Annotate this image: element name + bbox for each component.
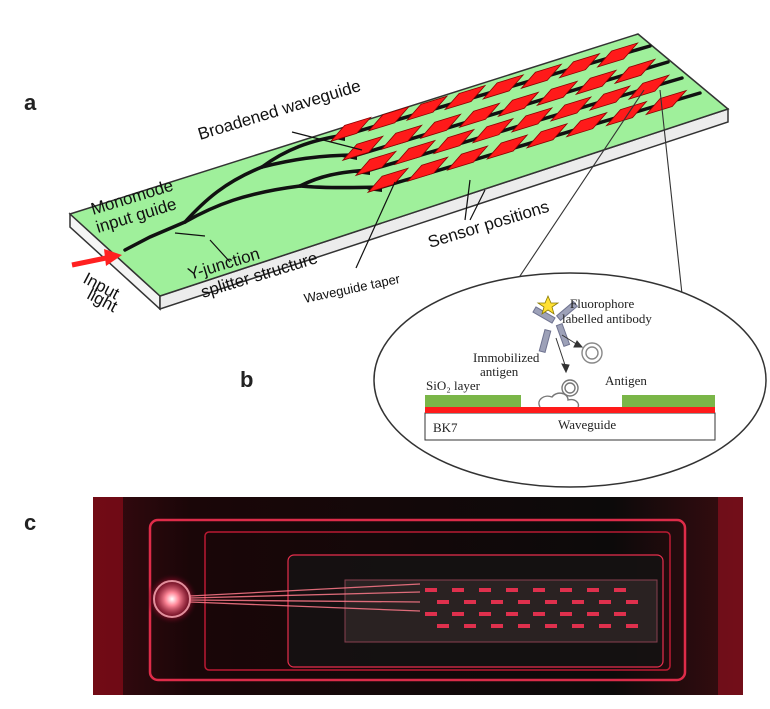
sensor-pad [458,102,501,129]
sensor-pad [419,113,462,140]
y-junction-branch-upper [183,165,264,224]
chip-top-surface [68,33,730,297]
monomode-input-guide [123,220,187,252]
sensor-pad [549,96,593,122]
waveguide-layer [425,407,715,413]
sensor-pads [329,42,688,194]
free-antigen [581,342,603,364]
photo-light-spot [626,624,638,628]
sensor-pad [627,74,671,100]
binding-arrows [555,334,584,374]
photo-light-spot [560,588,572,592]
label-bk7: BK7 [433,420,458,435]
label-sio2-layer: SiO₂ layer [426,378,481,393]
photo-light-spot [437,600,449,604]
sensor-pad [446,145,489,171]
photo-light-spot [518,600,530,604]
photo-light-spot [533,588,545,592]
photo-light-spot [533,612,545,616]
sensor-pad [596,42,639,68]
photo-light-spot [545,600,557,604]
label-fluorophore-line2: labelled antibody [562,311,652,326]
sensor-pad [329,116,372,143]
sensor-pad [605,100,648,127]
label-pointers [174,131,486,269]
label-immobilized-line1: Immobilized [473,350,540,365]
sio2-layer-left [425,395,521,407]
sio2-layer-right [622,395,715,407]
label-antigen: Antigen [605,373,647,388]
y-junction-branch-lower [183,184,302,224]
photo-light-spot [425,612,437,616]
photo-light-spot [452,612,464,616]
light-beams [189,583,421,612]
device-photograph [93,497,743,695]
photo-light-spot [464,600,476,604]
photo-light-spot [599,600,611,604]
panel-label-a: a [24,90,37,115]
sensor-pad [525,123,569,149]
sensor-pad [613,58,657,85]
sensor-pad [644,89,688,116]
sensor-pad [485,134,529,160]
sensor-pad [406,156,449,182]
label-waveguide-taper: Waveguide taper [303,271,402,306]
sensor-pad [443,84,487,111]
sensor-pad [341,135,385,162]
sensor-pad [535,80,579,107]
photo-light-spot [437,624,449,628]
sensor-pad [510,107,554,133]
photo-light-spot [491,624,503,628]
sensor-pad [380,124,423,151]
label-immobilized-line2: antigen [480,364,519,379]
panel-label-b: b [240,367,253,392]
sensor-pad [558,52,601,79]
photo-chip [344,579,658,643]
photo-light-spot [425,588,437,592]
sensor-pad [405,95,449,121]
photo-light-spot [464,624,476,628]
label-fluorophore-line1: Fluorophore [570,296,635,311]
zoom-lines [507,89,683,295]
photo-light-spot [479,588,491,592]
photo-light-spots [425,588,638,628]
photo-light-spot [614,612,626,616]
photo-light-spot [452,588,464,592]
photo-light-spot [506,612,518,616]
waveguide-chip [68,33,730,311]
photo-light-spot [518,624,530,628]
sensor-pad [588,85,632,111]
photo-light-spot [587,612,599,616]
photo-light-spot [479,612,491,616]
label-waveguide: Waveguide [558,417,616,432]
fluorophore-star [536,294,560,315]
photo-light-spot [587,588,599,592]
photo-light-spot [572,600,584,604]
sensor-pad [354,150,398,177]
sensor-pad [367,106,411,132]
photo-light-spot [614,588,626,592]
chip-holder-inner [204,531,671,671]
sensor-pad [481,74,525,100]
photo-light-spot [491,600,503,604]
sensor-pad [574,69,618,96]
photo-light-spot [506,588,518,592]
input-arrow [71,249,122,268]
photo-light-spot [572,624,584,628]
sensor-pad [520,63,563,90]
photo-light-spot [545,624,557,628]
photo-light-spot [560,612,572,616]
photo-light-spot [599,624,611,628]
sensor-pad [497,91,540,118]
inset-sensing-mechanism: Fluorophore labelled antibody Immobilize… [373,272,767,488]
sensor-pad [432,128,476,155]
sensor-pad [471,117,515,144]
photo-light-spot [626,600,638,604]
sensor-pad [393,139,437,166]
panel-label-c: c [24,510,36,535]
immobilized-antigen-molecule [538,379,580,408]
sensor-pad [565,111,608,138]
labelled-antibody [532,300,579,354]
